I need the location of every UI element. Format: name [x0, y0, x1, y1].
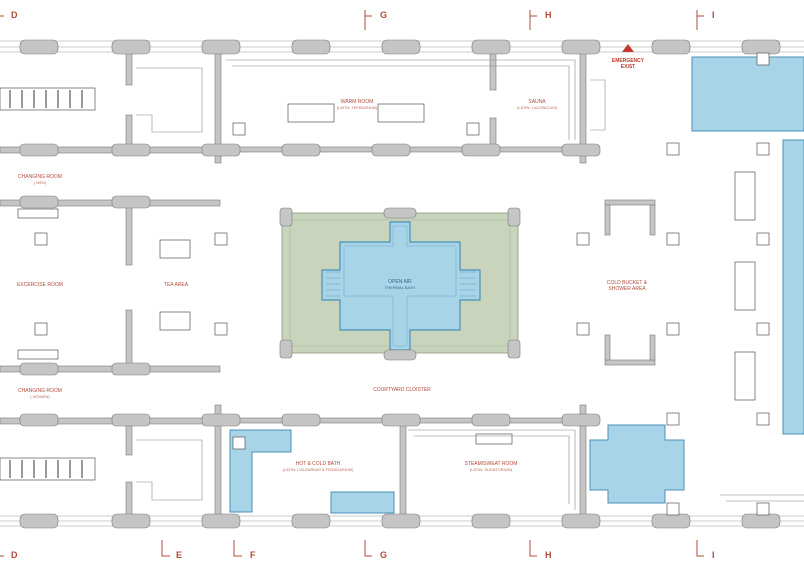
- grid-label-bottom-i: I: [712, 550, 715, 560]
- stairs: [136, 59, 804, 510]
- cold-bath-pool: [330, 491, 395, 514]
- bath-steps: [326, 271, 476, 297]
- pool-top-right: [691, 56, 804, 132]
- label-cold-bucket: COLD BUCKET & SHOWER AREA: [606, 280, 648, 292]
- column-bases: [34, 52, 770, 516]
- grid-label-bottom-d: D: [11, 550, 18, 560]
- column-piers: [19, 39, 781, 529]
- grid-label-top-i: I: [712, 10, 715, 20]
- label-steam-room: STEAM/SWEAT ROOM (LATIN: SUDATORIUM): [464, 461, 518, 472]
- label-hot-cold-bath: HOT & COLD BATH (LATIN: CALDARIUM & FRIG…: [282, 461, 354, 472]
- grid-label-top-d: D: [11, 10, 18, 20]
- hot-bath-pool: [229, 429, 292, 513]
- label-tea-area: TEA AREA: [163, 282, 189, 288]
- pool-right-long: [782, 139, 804, 435]
- label-changing-room-men: CHANGING ROOM ( MEN): [18, 174, 62, 185]
- label-sauna: SAUNA (LATIN: LACONICUM): [517, 99, 557, 110]
- label-courtyard-cloister: COURTYARD CLOISTER: [373, 387, 431, 393]
- grid-label-bottom-g: G: [380, 550, 388, 560]
- grid-label-bottom-h: H: [545, 550, 552, 560]
- label-warm-room: WARM ROOM (LATIN: TEPIDARIUM): [336, 99, 378, 110]
- grid-label-bottom-e: E: [176, 550, 183, 560]
- bench-slats: [9, 90, 83, 478]
- benches: [0, 87, 756, 481]
- grid-label-top-h: H: [545, 10, 552, 20]
- grid-label-bottom-f: F: [250, 550, 256, 560]
- grid-markers: [0, 10, 704, 557]
- emergency-exit-label: EMERGENCY EXIST: [611, 58, 645, 70]
- label-exercise-room: EXCERCISE ROOM: [17, 282, 63, 288]
- grid-label-top-g: G: [380, 10, 388, 20]
- label-thermal-bath: OPEN AIR THERMAL BATH: [384, 279, 416, 290]
- pool-cross-bottom-right: [589, 424, 685, 504]
- label-changing-room-women: CHANGING ROOM ( WOMEN): [18, 388, 62, 399]
- emergency-exit-arrow: [622, 44, 634, 52]
